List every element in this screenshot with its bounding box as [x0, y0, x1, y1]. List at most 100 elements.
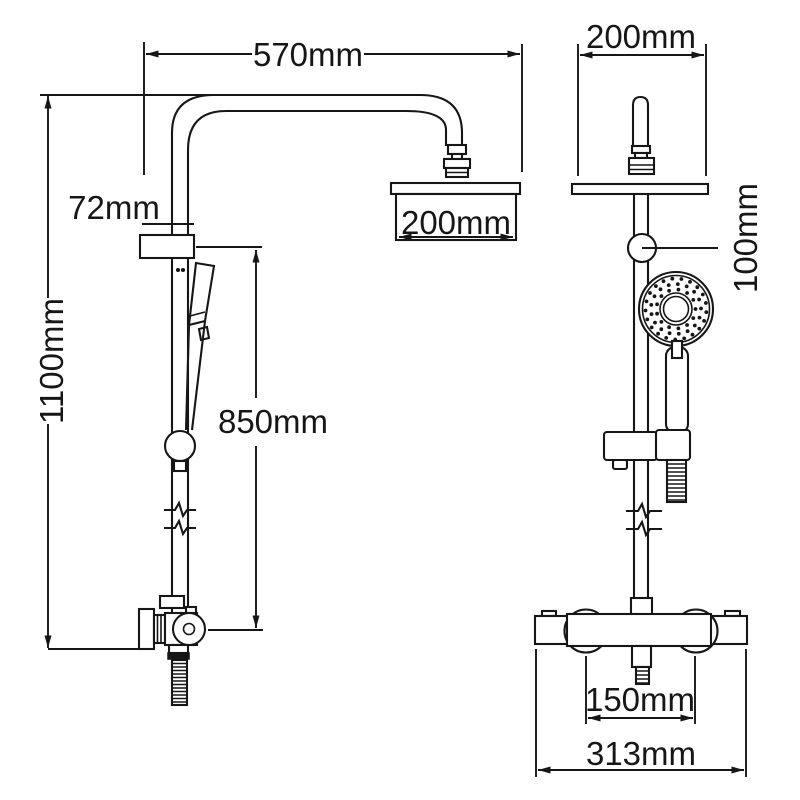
spray-dot	[697, 326, 702, 331]
body-width-label: 313mm	[586, 735, 696, 772]
side-hose-ribs	[667, 463, 686, 501]
spray-dot	[658, 287, 663, 292]
spray-dot	[675, 282, 680, 286]
spray-dot	[659, 327, 664, 332]
spray-dot	[700, 292, 705, 297]
spray-dot	[704, 301, 708, 305]
head-width-label: 200mm	[401, 204, 511, 241]
spray-dot	[685, 323, 689, 327]
spray-dot	[699, 306, 703, 311]
spray-dot	[691, 298, 696, 302]
dimension-annotations: 1100mm 570mm 72mm 850mm 200mm 200mm 100m…	[33, 18, 764, 777]
break-line	[164, 518, 196, 537]
arm-connector-1	[630, 144, 652, 155]
spray-dot	[649, 312, 654, 316]
spray-dot	[644, 299, 649, 304]
handshower-notch	[670, 339, 684, 360]
spray-dot	[692, 289, 696, 294]
side-valve-outlet	[630, 644, 653, 669]
hose-ribs	[172, 662, 187, 703]
spray-dot	[659, 320, 664, 324]
spray-dot	[692, 323, 697, 328]
arm-end-view	[631, 95, 650, 148]
spray-dot	[659, 294, 664, 298]
break-line	[626, 519, 662, 538]
spray-dot	[661, 279, 666, 284]
side-outlet-ribs	[636, 670, 649, 684]
drop-dim-label: 100mm	[727, 183, 764, 293]
wall-bracket	[138, 233, 196, 260]
valve-wall-plate	[137, 607, 156, 651]
break-line	[164, 500, 196, 519]
valve-top-connector	[158, 594, 186, 610]
spray-dot	[649, 325, 654, 330]
spray-dot	[676, 331, 681, 336]
front-view	[137, 93, 522, 707]
height-dim-label: 1100mm	[33, 298, 70, 424]
spray-dot	[648, 291, 652, 295]
side-width-label: 200mm	[586, 18, 696, 55]
spray-dot	[664, 336, 669, 340]
valve-outlet-nut	[167, 652, 190, 660]
head-connector-nut-1	[446, 143, 468, 156]
side-handle	[664, 345, 690, 435]
rail-slider-ball	[163, 429, 197, 463]
arm-connector-3	[627, 156, 656, 176]
break-line	[626, 501, 662, 520]
spray-dot	[645, 317, 650, 322]
side-slider-knob	[611, 458, 629, 471]
riser-pipe-outer	[170, 93, 464, 614]
side-view	[533, 95, 749, 686]
spray-dot	[704, 310, 709, 314]
rain-head-edge	[570, 182, 710, 196]
handshower-face-line	[189, 311, 206, 317]
handshower-center-ring-outer	[659, 292, 693, 326]
spray-dot	[682, 336, 687, 341]
spray-dot	[676, 287, 681, 292]
rain-head-body	[394, 192, 518, 242]
spray-dot	[679, 277, 684, 281]
side-slider-bracket-left	[602, 430, 659, 462]
valve-knob	[171, 611, 207, 647]
spray-dot	[695, 285, 700, 290]
spray-dot	[684, 284, 689, 289]
spray-dot	[666, 283, 671, 287]
side-slider-bracket-right	[654, 428, 692, 462]
spray-dot	[667, 331, 672, 336]
valve-knob-center	[182, 622, 196, 636]
rain-head-flange	[389, 181, 522, 196]
spray-dot	[667, 325, 671, 330]
spray-dot	[688, 280, 692, 284]
spray-dot	[691, 316, 696, 320]
spray-dot	[697, 315, 702, 320]
valve-outlet	[167, 643, 190, 655]
spray-dot	[654, 284, 658, 288]
spray-dot	[656, 331, 660, 336]
rail-dim-label: 850mm	[218, 403, 328, 440]
spray-dot	[693, 307, 698, 311]
arm-connector-lines	[629, 164, 654, 171]
spray-dot	[653, 320, 657, 325]
side-valve-connector	[629, 596, 654, 617]
bracket-screw-dot	[180, 267, 186, 273]
spray-dot	[643, 308, 648, 313]
spray-dot	[685, 291, 689, 295]
spray-dot	[685, 329, 690, 334]
side-valve-body-inner	[565, 612, 713, 648]
spray-dot	[652, 294, 657, 299]
centres-dim-label: 150mm	[585, 681, 695, 718]
bracket-dim-label: 72mm	[68, 189, 160, 226]
handshower-handle-lines	[184, 320, 207, 431]
spray-dot	[649, 303, 654, 307]
riser-pipe-inner	[186, 109, 448, 614]
spray-dot	[667, 288, 671, 293]
spray-dot	[702, 319, 706, 323]
handshower-face-dots	[643, 276, 709, 342]
handshower-center-ring-inner	[662, 295, 690, 323]
spray-dot	[655, 311, 659, 316]
spray-dot	[697, 297, 701, 302]
front-width-label: 570mm	[253, 36, 363, 73]
rail-slider-base	[172, 459, 188, 473]
